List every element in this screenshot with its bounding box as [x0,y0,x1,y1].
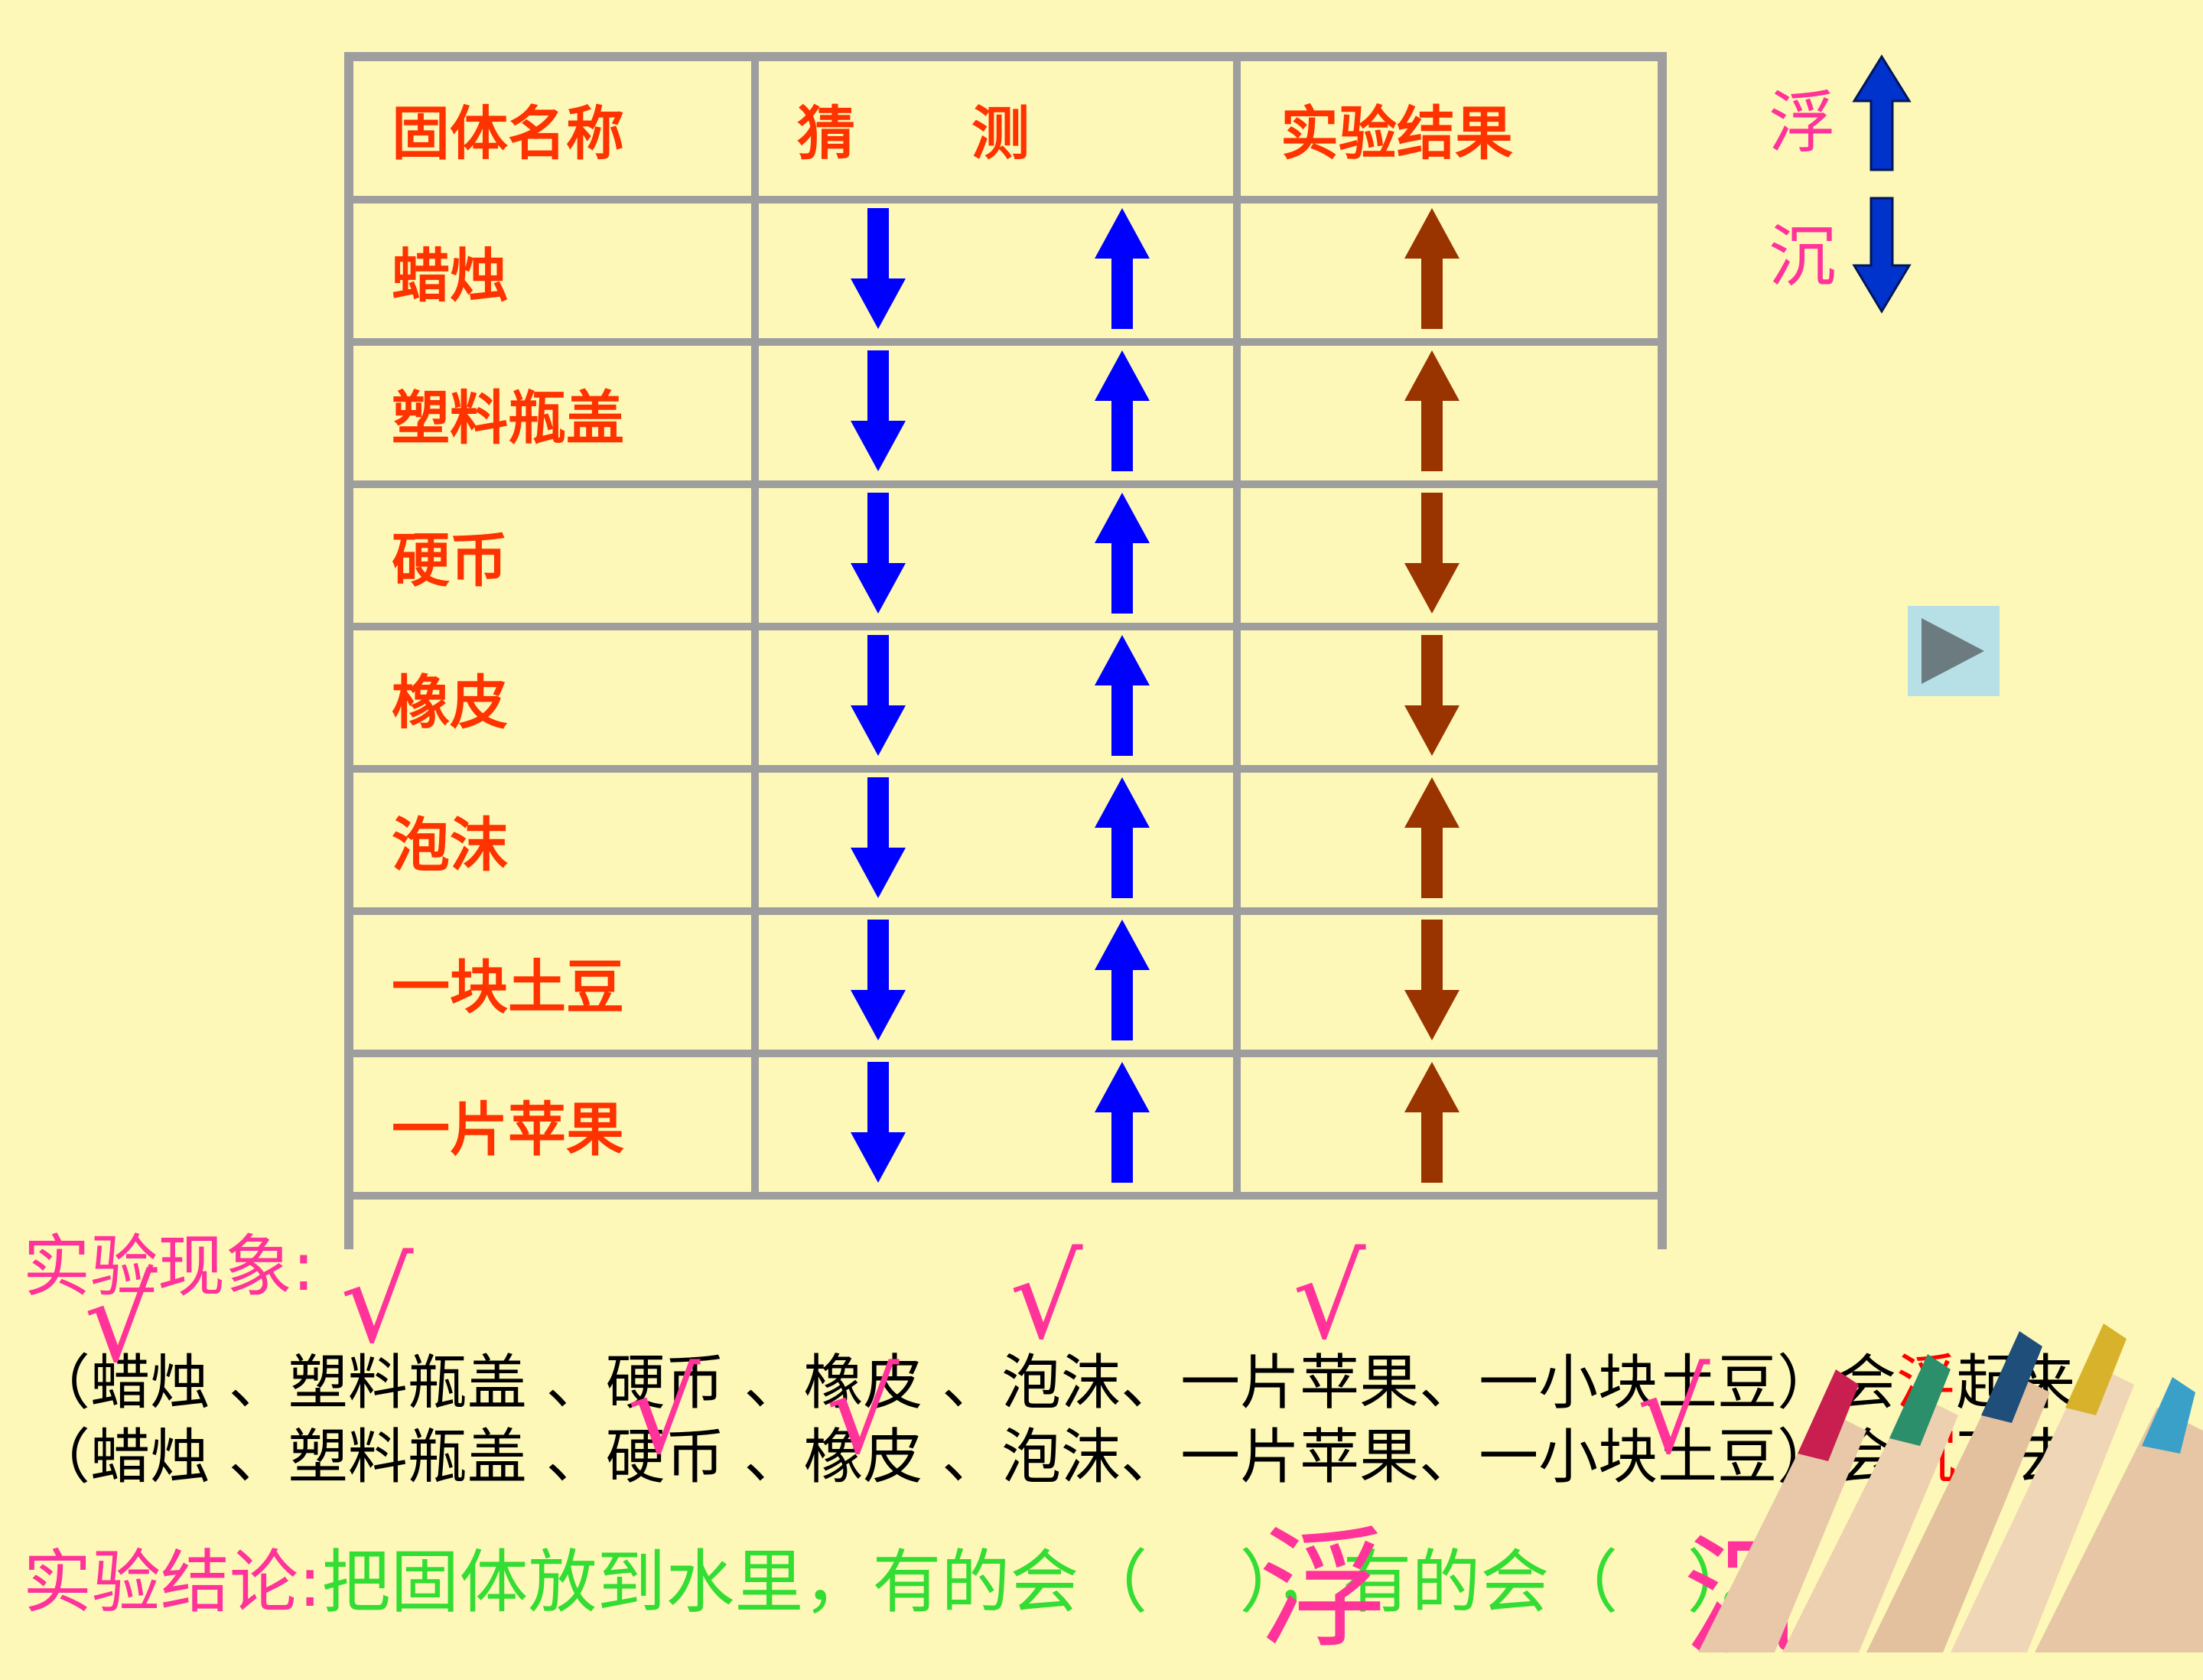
solid-name-cell: 一片苹果 [353,1050,759,1200]
pencils-decoration [1698,1323,2203,1652]
result-cell [1233,907,1658,1057]
legend-sink-label: 沉 [1769,217,1837,296]
result-up-arrow-icon [1403,776,1461,900]
table-row: 塑料瓶盖 [353,338,1658,488]
guess-cell [751,907,1241,1057]
legend: 浮 沉 [1759,46,1928,321]
result-up-arrow-icon [1403,1060,1461,1184]
phenomenon-title: 实验现象: [23,1227,315,1306]
solid-name-cell: 塑料瓶盖 [353,338,759,488]
guess-cell [751,1050,1241,1200]
result-cell [1233,765,1658,915]
result-cell [1233,480,1658,630]
result-down-arrow-icon [1403,491,1461,615]
result-cell [1233,1050,1658,1200]
table-row: 硬币 [353,480,1658,630]
legend-up-arrow-icon [1852,54,1912,171]
guess-up-arrow-icon [1093,207,1151,330]
guess-down-arrow-icon [849,349,907,473]
table-header-row: 固体名称 猜 测 实验结果 [353,61,1658,203]
legend-float-label: 浮 [1769,83,1837,162]
result-cell [1233,338,1658,488]
guess-cell [751,765,1241,915]
conclusion-answer-float: 浮 [1258,1515,1389,1666]
solid-name-cell: 蜡烛 [353,196,759,346]
legend-down-arrow-icon [1852,197,1912,314]
phenomenon-line-1-prefix: （蜡烛 、塑料瓶盖 、硬币 、橡皮 、泡沫、一片苹果、一小块土豆）会 [31,1349,1897,1418]
guess-up-arrow-icon [1093,491,1151,615]
guess-cell [751,480,1241,630]
conclusion-title: 实验结论: [23,1542,322,1623]
guess-cell [751,623,1241,773]
solid-name-cell: 一块土豆 [353,907,759,1057]
solid-name-cell: 橡皮 [353,623,759,773]
experiment-table: 固体名称 猜 测 实验结果 蜡烛塑料瓶盖硬币橡皮泡沫一块土豆一片苹果 [344,52,1667,1249]
table-row: 一块土豆 [353,907,1658,1057]
solid-name-cell: 泡沫 [353,765,759,915]
conclusion: 实验结论:把固体放到水里，有的会（），有的会（）。 [23,1526,1790,1626]
conclusion-text-2: ），有的会（ [1239,1542,1619,1623]
guess-down-arrow-icon [849,207,907,330]
guess-down-arrow-icon [849,491,907,615]
header-guess: 猜 测 [751,61,1241,203]
result-cell [1233,196,1658,346]
table-row: 泡沫 [353,765,1658,915]
table-row: 蜡烛 [353,196,1658,346]
guess-up-arrow-icon [1093,633,1151,757]
result-down-arrow-icon [1403,633,1461,757]
table-row: 一片苹果 [353,1050,1658,1200]
table-row: 橡皮 [353,623,1658,773]
solid-name-cell: 硬币 [353,480,759,630]
guess-up-arrow-icon [1093,349,1151,473]
conclusion-text-1: 把固体放到水里，有的会（ [321,1542,1148,1623]
guess-cell [751,196,1241,346]
phenomenon-line-1: （蜡烛 、塑料瓶盖 、硬币 、橡皮 、泡沫、一片苹果、一小块土豆）会浮起来; [31,1335,2095,1421]
guess-cell [751,338,1241,488]
guess-up-arrow-icon [1093,776,1151,900]
header-solid-name: 固体名称 [353,61,759,203]
result-cell [1233,623,1658,773]
header-result: 实验结果 [1233,61,1658,203]
result-up-arrow-icon [1403,349,1461,473]
phenomenon-line-2-prefix: （蜡烛 、塑料瓶盖 、硬币 、橡皮 、泡沫、一片苹果、一小块土豆）会 [31,1423,1897,1492]
next-slide-button[interactable] [1908,606,2000,696]
guess-up-arrow-icon [1093,918,1151,1042]
guess-down-arrow-icon [849,1060,907,1184]
guess-down-arrow-icon [849,633,907,757]
guess-down-arrow-icon [849,776,907,900]
result-up-arrow-icon [1403,207,1461,330]
guess-up-arrow-icon [1093,1060,1151,1184]
play-icon [1922,618,1984,684]
guess-down-arrow-icon [849,918,907,1042]
result-down-arrow-icon [1403,918,1461,1042]
